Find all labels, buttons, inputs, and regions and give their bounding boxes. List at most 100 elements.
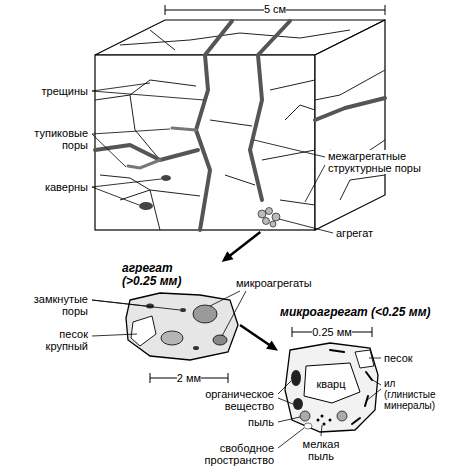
label-box: трещины <box>8 85 88 97</box>
crack <box>196 21 232 230</box>
node-heading: агрегат (>0.25 мм) <box>122 261 181 288</box>
closed-pore <box>193 346 199 350</box>
small-aggregate <box>258 208 280 228</box>
label-box: агрегат <box>336 227 396 239</box>
quartz-grain <box>304 363 360 403</box>
fine-silt <box>317 415 332 426</box>
crack <box>150 190 200 196</box>
label-box: микроагрегаты <box>236 277 326 289</box>
cube-side <box>315 20 385 230</box>
label-box: 2 мм <box>164 372 214 384</box>
crack <box>210 120 252 126</box>
connector-arrow <box>240 325 278 351</box>
leader <box>278 398 293 404</box>
label-box: кварц <box>306 378 356 390</box>
node-box: агрегат (>0.25 мм) <box>118 262 240 362</box>
crack <box>315 98 385 120</box>
leader <box>92 300 180 310</box>
label-box: пыль <box>232 416 274 428</box>
cavern <box>161 175 171 181</box>
label-box: песок крупный <box>18 328 88 352</box>
crack <box>225 175 255 185</box>
dead-end-pores <box>128 128 196 168</box>
leader <box>92 134 126 167</box>
dimension-line <box>150 373 228 383</box>
crack <box>270 80 315 90</box>
crack <box>95 80 196 100</box>
connector-line <box>229 232 260 256</box>
node-heading: микроагрегат (<0.25 мм) <box>280 305 431 319</box>
leader <box>366 389 381 401</box>
closed-pore <box>180 308 186 312</box>
leader <box>210 291 240 306</box>
callout-label: песок крупный <box>46 328 88 352</box>
leader <box>92 187 139 205</box>
callout-label: микроагрегаты <box>236 277 312 289</box>
thin-cracks <box>95 30 385 230</box>
grain <box>272 213 280 221</box>
leader <box>92 334 137 336</box>
leader <box>92 179 161 187</box>
node-box: 5 см <box>95 0 385 232</box>
crack <box>285 105 315 120</box>
connector-arrow <box>222 232 261 262</box>
leader <box>92 91 204 100</box>
label-box: тупиковые поры <box>18 127 88 151</box>
node-text-box: агрегат (>0.25 мм) <box>122 262 204 288</box>
dimension-line <box>292 327 372 337</box>
leader <box>278 381 291 394</box>
grain <box>266 208 273 215</box>
clay-flake <box>366 372 372 380</box>
pore <box>128 160 160 168</box>
callout-label: мелкая пыль <box>303 438 340 462</box>
dot <box>323 423 326 426</box>
node-text-box: микроагрегат (<0.25 мм) <box>280 306 444 319</box>
callout-label: 0.25 мм <box>312 326 352 338</box>
label-box: органическое вещество <box>186 388 274 412</box>
callout-label: органическое вещество <box>205 388 274 412</box>
callout-label: 2 мм <box>177 372 201 384</box>
crack <box>340 175 385 200</box>
callout-label: песок <box>384 352 413 364</box>
leader <box>279 219 333 233</box>
dot <box>317 419 320 422</box>
leader <box>369 358 381 359</box>
grain <box>270 221 276 227</box>
crack <box>262 150 315 160</box>
microaggregate-shape <box>285 343 378 432</box>
callout-label: каверны <box>45 181 88 193</box>
organic-matter <box>293 398 303 410</box>
label-box: ил (глинистые минералы) <box>384 378 446 411</box>
node-text-box: 5 см <box>165 3 385 15</box>
callout-label: кварц <box>316 378 345 390</box>
arrow-head <box>266 340 278 350</box>
aggregate-shape <box>126 293 238 360</box>
crack <box>250 21 290 200</box>
node-box: микроагрегат (<0.25 мм) <box>278 306 446 434</box>
label-box: песок <box>384 352 434 364</box>
microaggregate <box>161 331 183 345</box>
dot <box>329 419 332 422</box>
pore <box>172 128 196 130</box>
crack <box>100 175 150 190</box>
crack <box>120 190 160 230</box>
cavern <box>139 202 153 210</box>
leader <box>92 83 150 91</box>
leader <box>305 165 325 202</box>
connector-line <box>240 325 271 346</box>
crack <box>120 30 350 45</box>
leader <box>222 291 246 336</box>
crack <box>315 70 385 100</box>
dim-tick <box>165 5 166 15</box>
callout-label: ил (глинистые минералы) <box>384 378 436 411</box>
arrow-head <box>222 251 234 262</box>
organic-matter <box>291 370 301 386</box>
label-box: межагрегатные структурные поры <box>328 150 440 174</box>
crack <box>280 200 315 205</box>
clay-flake <box>330 350 344 352</box>
leader <box>278 428 304 448</box>
free-space <box>304 423 312 429</box>
dim-tick <box>372 327 373 337</box>
label-box: 0.25 мм <box>302 326 362 338</box>
major-cracks <box>95 21 385 230</box>
